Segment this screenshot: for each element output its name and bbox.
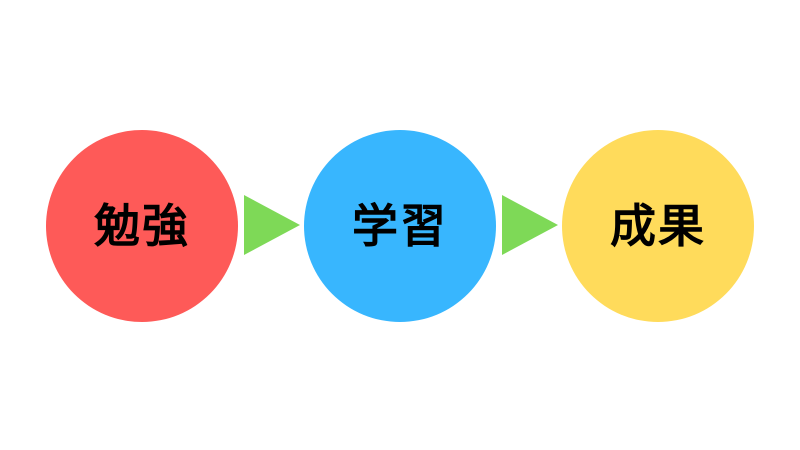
step-label-2: 学習 <box>352 199 448 253</box>
step-label-1: 勉強 <box>94 199 190 253</box>
step-circle-1: 勉強 <box>46 130 238 322</box>
triangle-right-icon <box>244 195 300 255</box>
triangle-right-icon <box>502 195 558 255</box>
step-circle-2: 学習 <box>304 130 496 322</box>
step-label-3: 成果 <box>610 199 706 253</box>
step-circle-3: 成果 <box>562 130 754 322</box>
